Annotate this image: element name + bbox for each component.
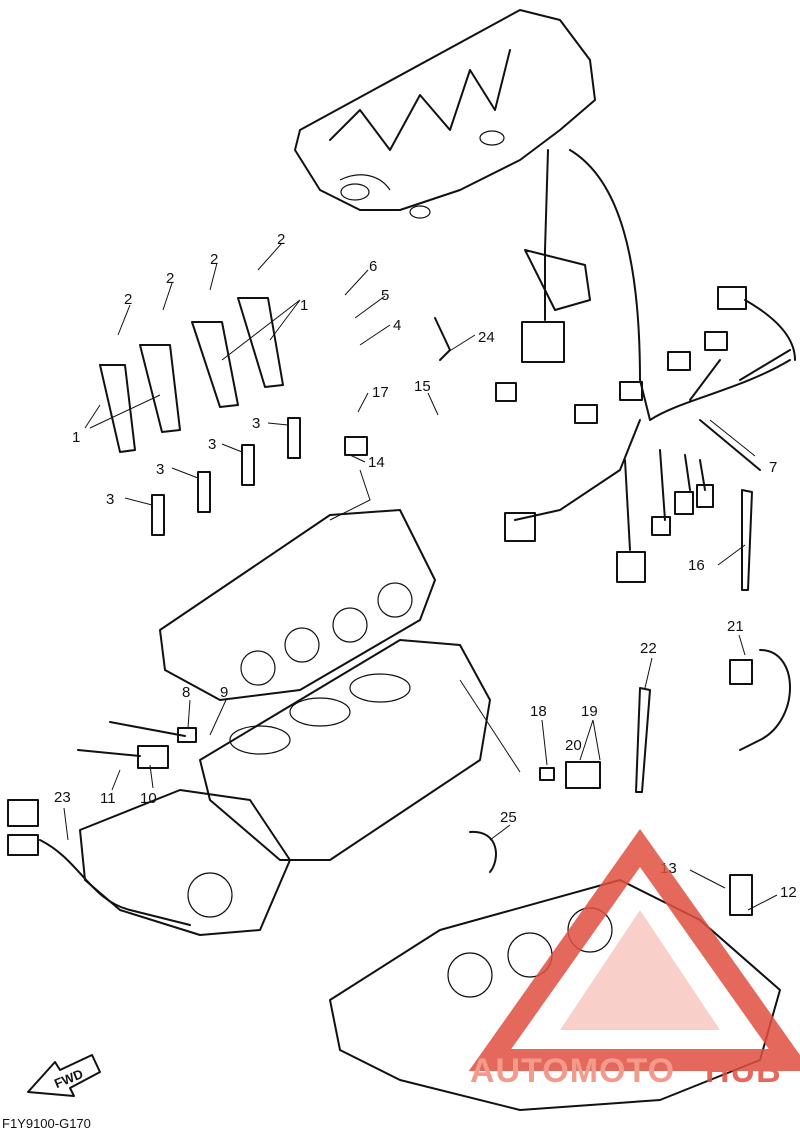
cylinder-head [159,509,436,701]
callout-1b: 1 [300,297,308,314]
callout-12: 12 [780,884,797,901]
cable-ties [635,489,791,793]
crankcase [79,789,291,936]
callout-23: 23 [54,789,71,806]
callout-3d: 3 [252,415,260,432]
callout-1a: 1 [72,429,80,446]
callout-6: 6 [369,258,377,275]
ignition-coils [99,297,284,453]
callout-15: 15 [414,378,431,395]
callout-3b: 3 [156,461,164,478]
callout-2a: 2 [124,291,132,308]
callout-18: 18 [530,703,547,720]
cylinder-block [199,639,491,861]
callout-3a: 3 [106,491,114,508]
callout-16: 16 [688,557,705,574]
watermark-logo: AUTOMOTO HUB [468,828,800,1090]
callout-21: 21 [727,618,744,635]
callout-3c: 3 [208,436,216,453]
callout-10: 10 [140,790,157,807]
callout-2b: 2 [166,270,174,287]
callout-25: 25 [500,809,517,826]
wiring-harness [504,149,796,583]
callout-8: 8 [182,684,190,701]
callout-22: 22 [640,640,657,657]
callout-20: 20 [565,737,582,754]
watermark-text-main: AUTOMOTO [470,1052,675,1090]
callout-2c: 2 [210,251,218,268]
callout-2d: 2 [277,231,285,248]
callout-5: 5 [381,287,389,304]
intake-manifold [294,9,596,219]
callout-9: 9 [220,684,228,701]
spark-plugs [151,417,301,536]
callout-14: 14 [368,454,385,471]
sensors [77,317,753,916]
left-sub-harness [7,799,191,926]
callout-19: 19 [581,703,598,720]
callout-labels: 1 1 2 2 2 2 3 3 3 3 4 5 6 7 8 9 10 11 12… [54,231,797,901]
watermark-triangle-inner [560,910,720,1030]
leader-lines [63,242,778,911]
callout-17: 17 [372,384,389,401]
watermark-text-accent: HUB [705,1052,782,1090]
drawing-code: F1Y9100-G170 [2,1116,91,1131]
callout-11: 11 [100,790,116,807]
callout-4: 4 [393,317,401,334]
fwd-label: FWD [52,1066,85,1091]
callout-7: 7 [769,459,777,476]
fwd-arrow: FWD [27,1054,101,1097]
watermark-triangle-outer [468,828,800,1071]
callout-24: 24 [478,329,495,346]
